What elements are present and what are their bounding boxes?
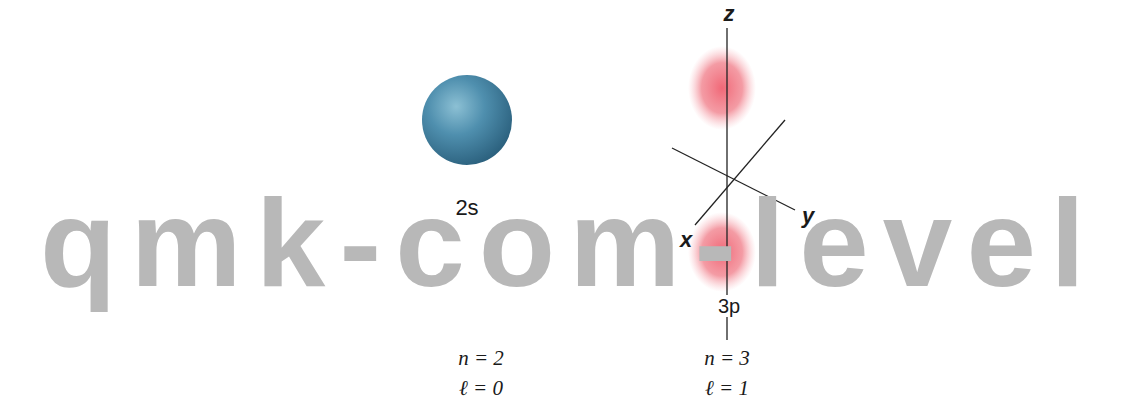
watermark: qmk-com-level [40,180,1099,305]
quantum-number: ℓ = 0 [459,377,503,400]
quantum-number: ℓ = 1 [705,377,749,400]
axis-label: x [680,228,692,252]
quantum-number: n = 3 [704,347,750,370]
s-orbital-sphere [422,75,512,165]
orbital-name: 3p [715,295,743,317]
axis-label: y [802,204,814,228]
p-orbital-lobe [688,46,756,130]
axis-label: z [724,2,735,26]
quantum-number: n = 2 [458,347,504,370]
orbital-name: 2s [455,196,478,220]
